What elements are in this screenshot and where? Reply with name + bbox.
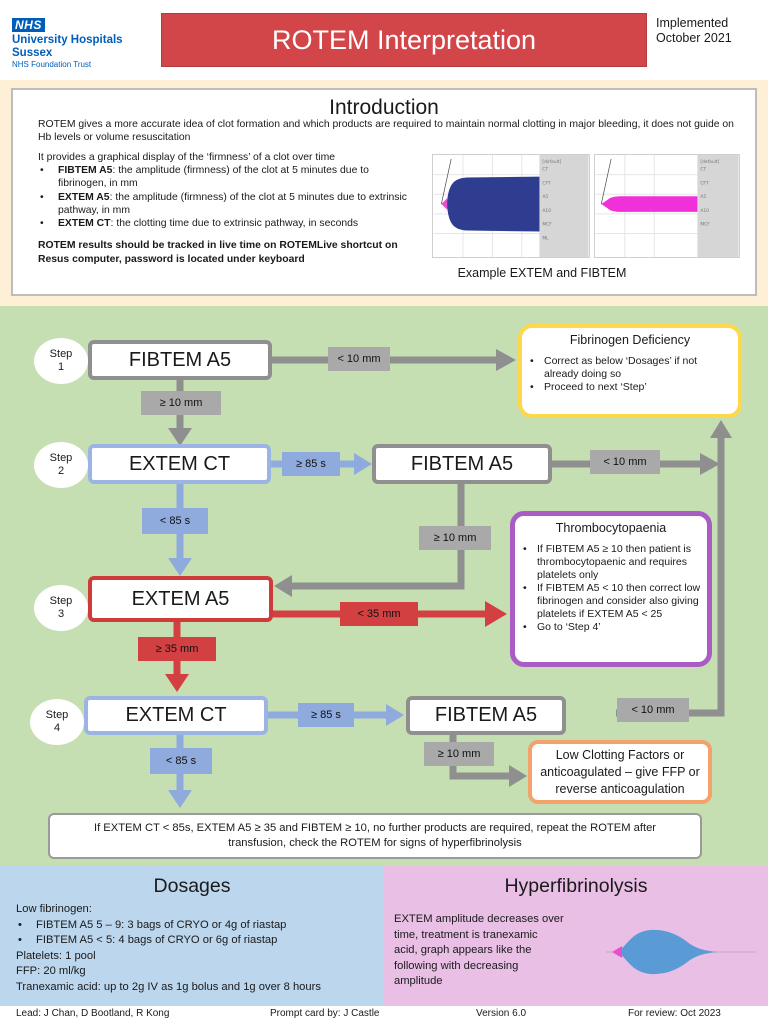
svg-text:CFT: CFT: [542, 180, 551, 186]
svg-text:MCF: MCF: [700, 222, 710, 228]
logo-trust-subtitle: NHS Foundation Trust: [12, 60, 92, 69]
fibrinogen-deficiency-title: Fibrinogen Deficiency: [569, 333, 691, 347]
footer-review-date: For review: Oct 2023: [628, 1008, 721, 1019]
fibrinogen-deficiency-item: Proceed to next ‘Step’: [522, 381, 738, 394]
ffp-dose: FFP: 20 ml/kg: [16, 965, 86, 978]
low-clotting-factors-box: Low Clotting Factors or anticoagulated –…: [528, 740, 712, 804]
label-ge10-step2: ≥ 10 mm: [419, 526, 491, 550]
label-lt35-step3: < 35 mm: [340, 602, 418, 626]
label-lt10-step1: < 10 mm: [328, 347, 390, 371]
fibtem-a5-step1-box: FIBTEM A5: [88, 340, 272, 380]
thrombocytopaenia-title: Thrombocytopaenia: [555, 521, 667, 535]
label-ge85-step2: ≥ 85 s: [282, 452, 340, 476]
intro-paragraph-1: ROTEM gives a more accurate idea of clot…: [38, 119, 734, 144]
intro-bullet-list: FIBTEM A5: the amplitude (firmness) of t…: [38, 164, 418, 230]
intro-title: Introduction: [329, 96, 439, 119]
footer-version: Version 6.0: [476, 1008, 527, 1019]
svg-text:A5: A5: [542, 194, 548, 200]
lysis-trace: [618, 929, 718, 975]
fibtem-a5-step4-box: FIBTEM A5: [406, 696, 566, 735]
svg-text:MCF: MCF: [542, 222, 552, 228]
svg-text:ML: ML: [542, 235, 549, 241]
label-ge10-step1: ≥ 10 mm: [141, 391, 221, 415]
svg-text:CT: CT: [542, 167, 548, 173]
graph-caption: Example EXTEM and FIBTEM: [457, 266, 627, 280]
fibrinogen-deficiency-item: Correct as below ‘Dosages’ if not alread…: [522, 355, 738, 381]
label-lt10-step2: < 10 mm: [590, 450, 660, 474]
hyperfibrinolysis-title: Hyperfibrinolysis: [504, 875, 648, 897]
label-ge35-step3: ≥ 35 mm: [138, 637, 216, 661]
thrombocytopaenia-item: If FIBTEM A5 < 10 then correct low fibri…: [515, 582, 707, 621]
fibtem-a5-step2-box: FIBTEM A5: [372, 444, 552, 484]
hyperfibrinolysis-text: EXTEM amplitude decreases over time, tre…: [394, 913, 564, 988]
implemented-date: Implemented October 2021: [656, 16, 732, 45]
extem-clot-trace: [443, 176, 540, 232]
label-lt85-step2: < 85 s: [142, 508, 208, 534]
label-ge10-step4: ≥ 10 mm: [424, 742, 494, 766]
intro-bullet: EXTEM CT: the clotting time due to extri…: [38, 217, 418, 230]
svg-text:A10: A10: [700, 208, 709, 214]
intro-bullet: EXTEM A5: the amplitude (firmness) of th…: [38, 191, 418, 217]
extem-a5-step3-box: EXTEM A5: [88, 576, 273, 622]
svg-text:CFT: CFT: [700, 180, 709, 186]
extem-ct-step4-box: EXTEM CT: [84, 696, 268, 735]
label-lt85-step4: < 85 s: [150, 748, 212, 774]
nhs-badge: NHS: [12, 18, 45, 32]
no-further-products-box: If EXTEM CT < 85s, EXTEM A5 ≥ 35 and FIB…: [48, 813, 702, 859]
nhs-logo: NHS University Hospitals Sussex NHS Foun…: [12, 16, 157, 70]
dosages-title: Dosages: [153, 875, 231, 897]
dosage-item: FIBTEM A5 5 – 9: 3 bags of CRYO or 4g of…: [16, 918, 321, 934]
logo-trust-name: University Hospitals Sussex: [12, 34, 123, 59]
thrombocytopaenia-box: Thrombocytopaenia If FIBTEM A5 ≥ 10 then…: [510, 511, 712, 667]
svg-text:A5: A5: [700, 194, 706, 200]
intro-details: It provides a graphical display of the ‘…: [38, 151, 418, 266]
label-ge85-step4: ≥ 85 s: [298, 703, 354, 727]
platelets-dose: Platelets: 1 pool: [16, 949, 96, 962]
thrombocytopaenia-item: If FIBTEM A5 ≥ 10 then patient is thromb…: [515, 543, 707, 582]
svg-text:CT: CT: [700, 167, 706, 173]
rotemlive-note: ROTEM results should be tracked in live …: [38, 240, 398, 265]
fibtem-clot-trace: [601, 196, 698, 212]
intro-paragraph-2: It provides a graphical display of the ‘…: [38, 152, 336, 163]
hyperfibrinolysis-graph: [606, 929, 756, 975]
svg-text:[default]: [default]: [700, 159, 719, 165]
footer-lead: Lead: J Chan, D Bootland, R Kong: [16, 1008, 170, 1019]
label-lt10-step4: < 10 mm: [617, 698, 689, 722]
extem-ct-step2-box: EXTEM CT: [88, 444, 271, 484]
svg-text:A10: A10: [542, 208, 551, 214]
thrombocytopaenia-item: Go to ‘Step 4’: [515, 621, 707, 634]
svg-text:[default]: [default]: [542, 159, 561, 165]
footer-prompt-card: Prompt card by: J Castle: [270, 1008, 380, 1019]
low-fibrinogen-label: Low fibrinogen:: [16, 903, 92, 915]
tranexamic-acid-dose: Tranexamic acid: up to 2g IV as 1g bolus…: [16, 980, 321, 993]
dosages-panel: Dosages Low fibrinogen: FIBTEM A5 5 – 9:…: [0, 866, 384, 1006]
intro-bullet: FIBTEM A5: the amplitude (firmness) of t…: [38, 164, 418, 190]
hyperfibrinolysis-panel: Hyperfibrinolysis EXTEM amplitude decrea…: [384, 866, 768, 1006]
page-title: ROTEM Interpretation: [161, 13, 647, 67]
dosage-item: FIBTEM A5 < 5: 4 bags of CRYO or 6g of r…: [16, 933, 321, 949]
fibrinogen-deficiency-box: Fibrinogen Deficiency Correct as below ‘…: [518, 324, 742, 418]
